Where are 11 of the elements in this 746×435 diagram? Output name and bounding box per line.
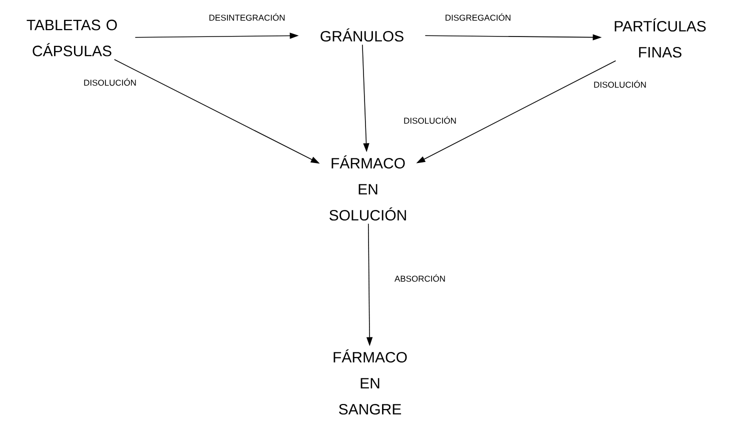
node-label: GRÁNULOS xyxy=(320,28,404,42)
node-label: PARTÍCULAS FINAS xyxy=(614,18,706,58)
edge-label: DISOLUCIÓN xyxy=(82,77,138,87)
node-label: FÁRMACO EN SOLUCIÓN xyxy=(330,155,406,221)
edge-label: DISOLUCIÓN xyxy=(592,79,648,89)
edge-label: DISGREGACIÓN xyxy=(444,12,512,22)
edge-label: DESINTEGRACIÓN xyxy=(208,12,286,22)
node-label: FÁRMACO EN SANGRE xyxy=(334,349,407,415)
edge-label: ABSORCIÓN xyxy=(394,273,446,283)
node-label: TABLETAS O CÁPSULAS xyxy=(26,20,117,56)
edge-label: DISOLUCIÓN xyxy=(402,115,458,125)
